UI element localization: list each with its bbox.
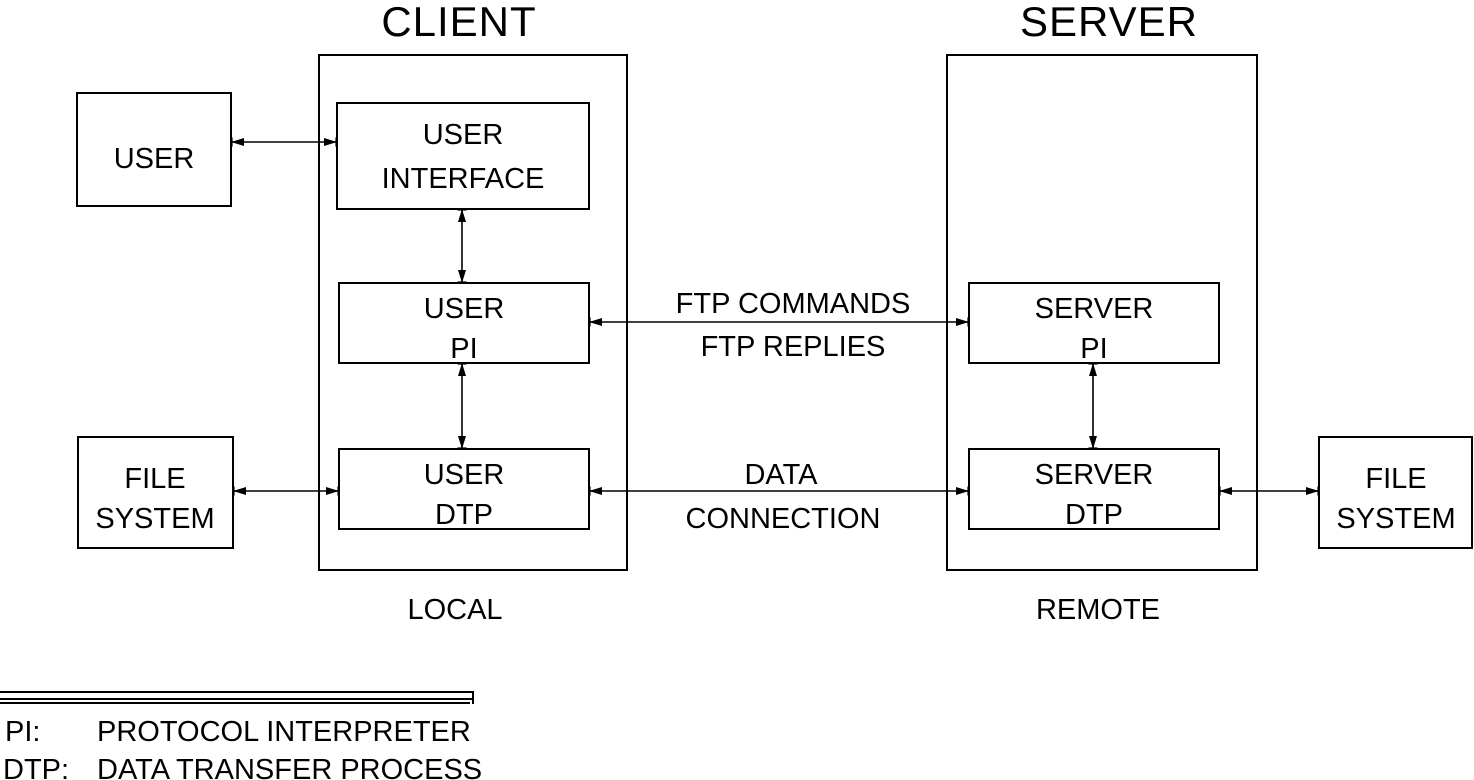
client-container-box [318, 54, 628, 571]
server-container-box [946, 54, 1258, 571]
ftp-replies-label: FTP REPLIES [701, 331, 886, 363]
user-interface-label-line2: INTERFACE [382, 163, 545, 195]
legend-separator [0, 691, 474, 704]
user-dtp-label-line1: USER [424, 459, 505, 491]
user-dtp-label-line2: DTP [435, 499, 493, 531]
file-system-right-label-line1: FILE [1365, 463, 1426, 495]
file-system-right-label-line2: SYSTEM [1336, 503, 1455, 535]
file-system-left-label-line2: SYSTEM [95, 503, 214, 535]
user-pi-label-line2: PI [450, 333, 477, 365]
user-interface-label-line1: USER [423, 119, 504, 151]
connection-label: CONNECTION [686, 503, 881, 535]
remote-caption: REMOTE [1036, 594, 1160, 626]
data-label: DATA [744, 459, 818, 491]
client-title: CLIENT [381, 0, 536, 45]
legend-dtp-term: DTP: [3, 754, 69, 780]
legend-pi-definition: PROTOCOL INTERPRETER [97, 716, 471, 748]
server-pi-label-line1: SERVER [1035, 293, 1154, 325]
user-pi-label-line1: USER [424, 293, 505, 325]
server-title: SERVER [1020, 0, 1198, 45]
server-dtp-label-line2: DTP [1065, 499, 1123, 531]
legend-dtp-definition: DATA TRANSFER PROCESS [97, 754, 482, 780]
server-dtp-label-line1: SERVER [1035, 459, 1154, 491]
user-box-label: USER [114, 143, 195, 175]
file-system-right-box [1318, 436, 1473, 549]
server-pi-label-line2: PI [1080, 333, 1107, 365]
ftp-commands-label: FTP COMMANDS [676, 288, 911, 320]
user-box [76, 92, 232, 207]
file-system-left-label-line1: FILE [124, 463, 185, 495]
local-caption: LOCAL [407, 594, 502, 626]
legend-pi-term: PI: [5, 716, 40, 748]
